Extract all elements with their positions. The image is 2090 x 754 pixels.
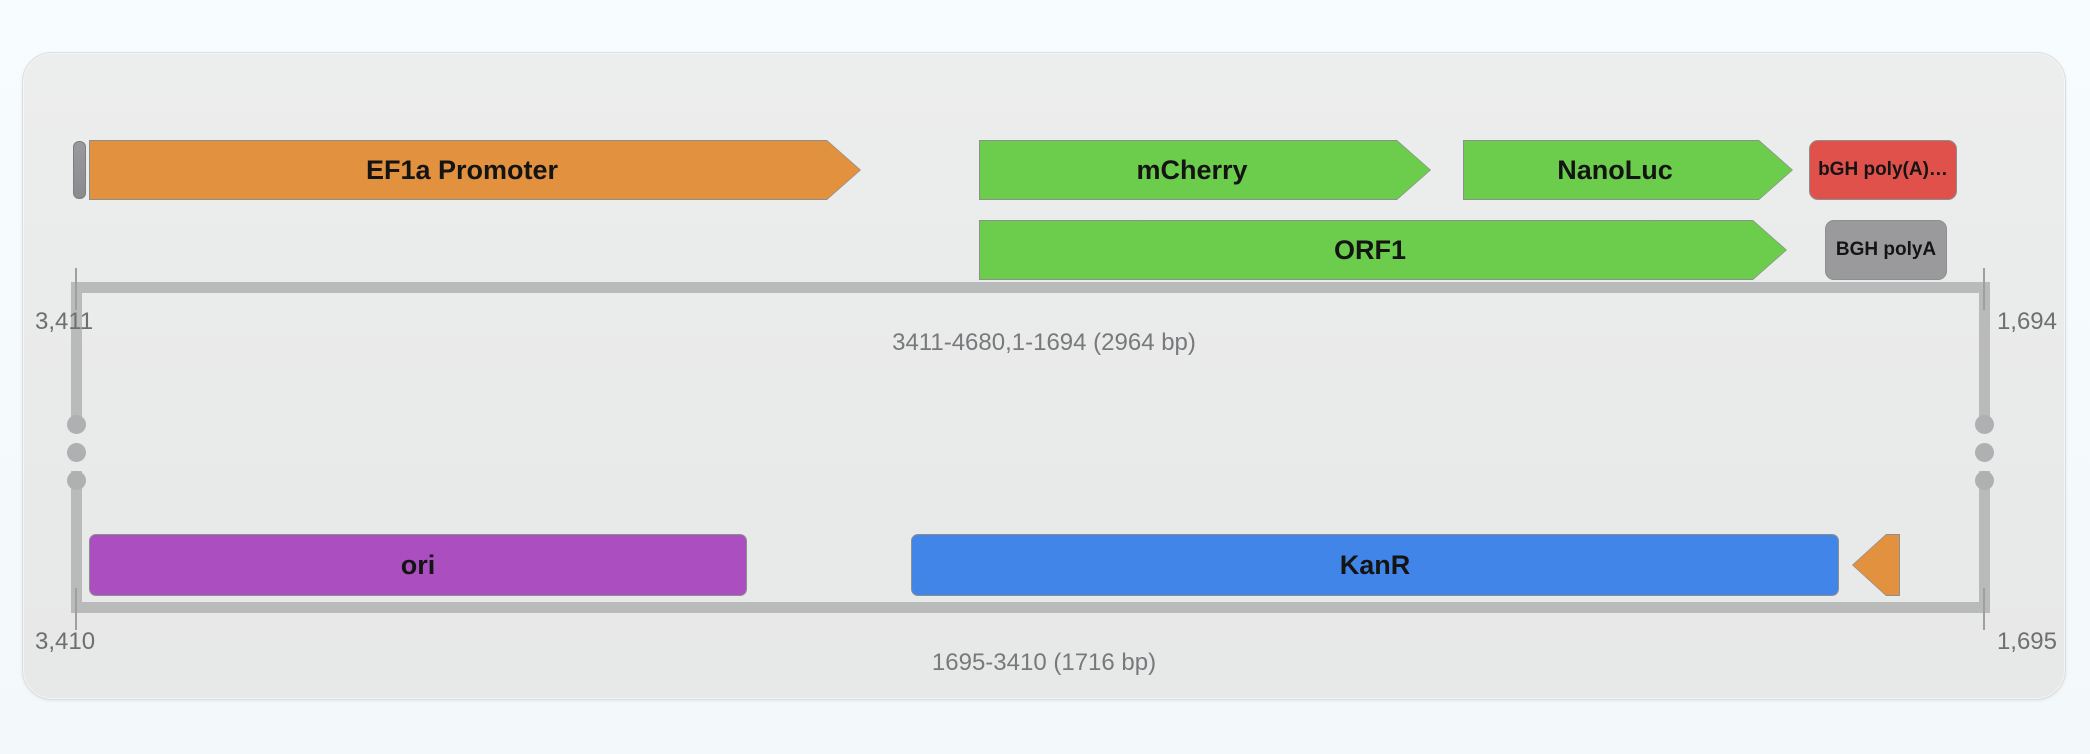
- top-rail[interactable]: [76, 282, 1984, 293]
- feature-bgh-polya[interactable]: BGH polyA: [1825, 220, 1947, 280]
- feature-label: KanR: [1339, 549, 1411, 580]
- left-rail-lower: [71, 471, 82, 613]
- bottom-rail[interactable]: [76, 602, 1984, 613]
- feature-kanr-promoter[interactable]: [1852, 534, 1900, 596]
- feature-label: bGH poly(A)…: [1818, 159, 1948, 180]
- left-break-dot-3: [67, 471, 86, 490]
- feature-bgh-poly-a-signal[interactable]: bGH poly(A)…: [1809, 140, 1957, 200]
- top-start-coordinate: 3,411: [35, 308, 94, 335]
- left-break-dot-1: [67, 415, 86, 434]
- right-rail-lower: [1979, 471, 1990, 613]
- bottom-end-coordinate: 1,695: [1996, 628, 2057, 655]
- top-end-coordinate: 1,694: [1996, 308, 2057, 335]
- feature-fill: [1464, 141, 1792, 199]
- feature-kanr[interactable]: KanR: [911, 534, 1839, 596]
- top-left-tick: [75, 268, 77, 310]
- feature-mcherry[interactable]: mCherry: [979, 140, 1431, 200]
- right-break-dot-1: [1975, 415, 1994, 434]
- left-rail-upper: [71, 282, 82, 419]
- feature-label: ori: [400, 549, 436, 580]
- map-card: 3,411 1,694 3411-4680,1-1694 (2964 bp) 3…: [22, 52, 2066, 700]
- feature-ef1a-promoter[interactable]: EF1a Promoter: [89, 140, 861, 200]
- bottom-left-tick: [75, 588, 77, 630]
- feature-ori[interactable]: ori: [89, 534, 747, 596]
- feature-label: BGH polyA: [1835, 239, 1937, 260]
- bottom-start-coordinate: 3,410: [35, 628, 96, 655]
- feature-fill: [980, 221, 1786, 279]
- feature-orf1[interactable]: ORF1: [979, 220, 1787, 280]
- feature-fill: [90, 141, 860, 199]
- top-segment-range: 3411-4680,1-1694 (2964 bp): [892, 329, 1196, 356]
- left-break-dot-2: [67, 443, 86, 462]
- top-right-tick: [1983, 268, 1985, 310]
- right-rail-upper: [1979, 282, 1990, 419]
- bottom-segment-range: 1695-3410 (1716 bp): [931, 649, 1157, 676]
- right-break-dot-2: [1975, 443, 1994, 462]
- feature-drag-handle[interactable]: [73, 141, 86, 199]
- bottom-right-tick: [1983, 588, 1985, 630]
- right-break-dot-3: [1975, 471, 1994, 490]
- feature-nanoluc[interactable]: NanoLuc: [1463, 140, 1793, 200]
- feature-fill: [980, 141, 1430, 199]
